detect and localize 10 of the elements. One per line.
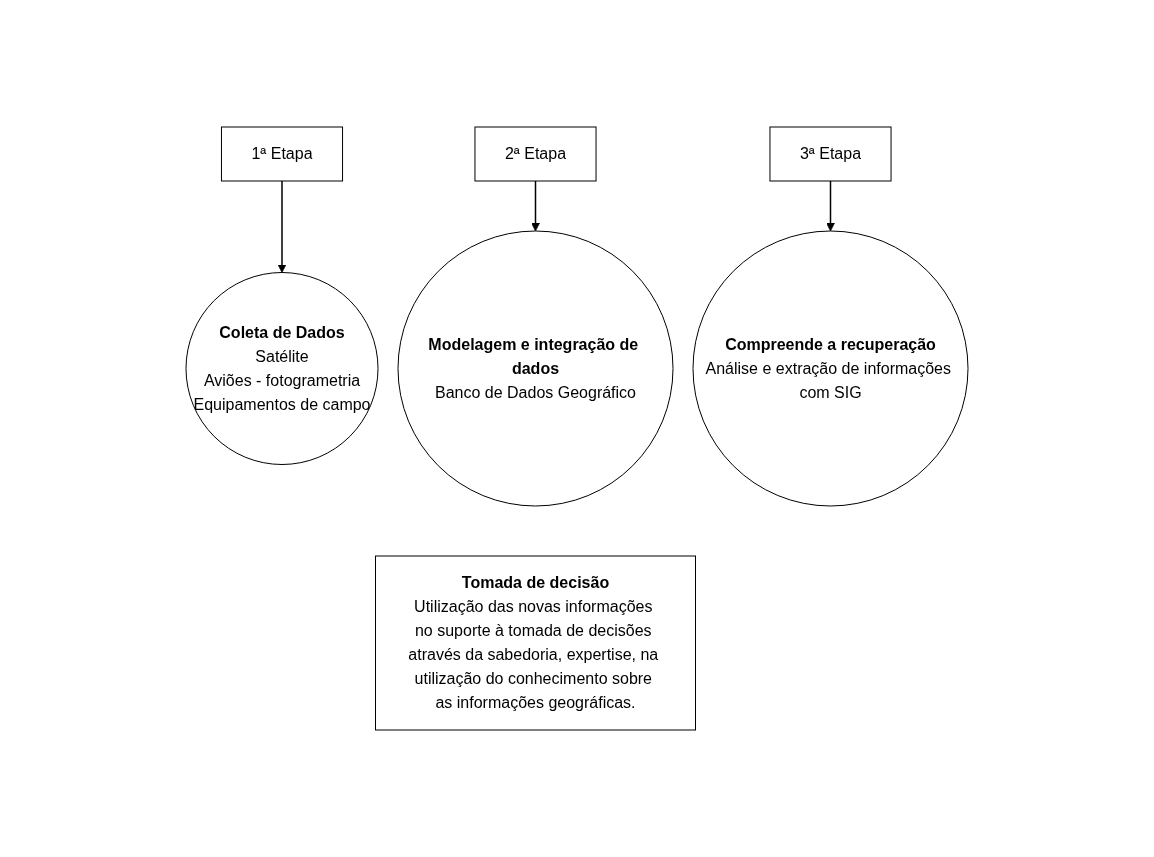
node-box: Tomada de decisão Utilização das novas informações no suporte à tomada de decisões através da sabedoria, expertise, na utilização do conhecimento sobre as informações geográficas. [375,555,696,731]
node-circle: Coleta de Dados Satélite Aviões - fotogrametria Equipamentos de campo [185,272,379,465]
node-box: 2ª Etapa [474,126,597,182]
node-box: 1ª Etapa [220,126,344,182]
node-circle: Compreende a recuperação Análise e extração de informações com SIG [692,230,969,507]
node-box: 3ª Etapa [769,126,892,182]
arrow [277,180,287,273]
node-circle: Modelagem e integração de dados Banco de Dados Geográfico [397,230,674,507]
arrow [531,180,540,232]
arrow [826,180,835,232]
